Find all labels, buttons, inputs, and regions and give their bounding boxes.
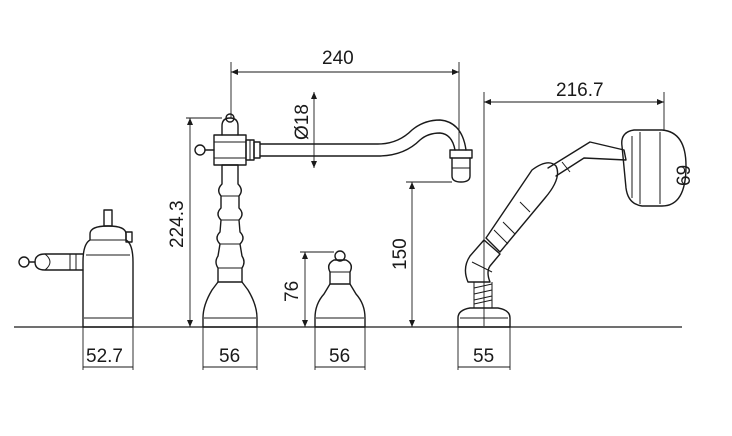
dim-label-spout-height: 224.3: [167, 200, 188, 248]
lever-mixer: [18, 209, 134, 328]
dim-label-handshower-reach: 216.7: [556, 80, 604, 101]
dim-spout-reach: 240: [230, 48, 460, 150]
hand-shower: [457, 129, 687, 328]
dim-valve-base: 56: [314, 327, 366, 370]
dim-outlet-height: 150: [390, 181, 452, 327]
dim-label-handshower-head: 69: [674, 165, 695, 186]
dim-spout-base: 56: [202, 327, 258, 370]
dim-label-spout-reach: 240: [322, 48, 354, 69]
dim-label-spout-base: 56: [219, 346, 240, 367]
deck-valve: [314, 250, 366, 328]
dim-label-valve-base: 56: [329, 346, 350, 367]
dim-handshower-head: 69: [674, 165, 695, 186]
dim-spout-diameter: Ø18: [292, 92, 317, 168]
spout-assembly: [194, 113, 473, 328]
dim-handshower-reach: 216.7: [483, 80, 665, 326]
dim-handshower-base: 55: [457, 327, 511, 370]
dim-label-outlet-height: 150: [390, 238, 411, 270]
dim-label-handshower-base: 55: [473, 346, 494, 367]
dim-label-lever-base: 52.7: [86, 346, 123, 367]
dim-spout-height: 224.3: [167, 117, 222, 327]
dim-valve-height: 76: [282, 251, 334, 327]
dim-lever-base: 52.7: [82, 327, 134, 370]
dim-label-spout-diameter: Ø18: [292, 104, 313, 140]
dim-label-valve-height: 76: [282, 281, 303, 302]
